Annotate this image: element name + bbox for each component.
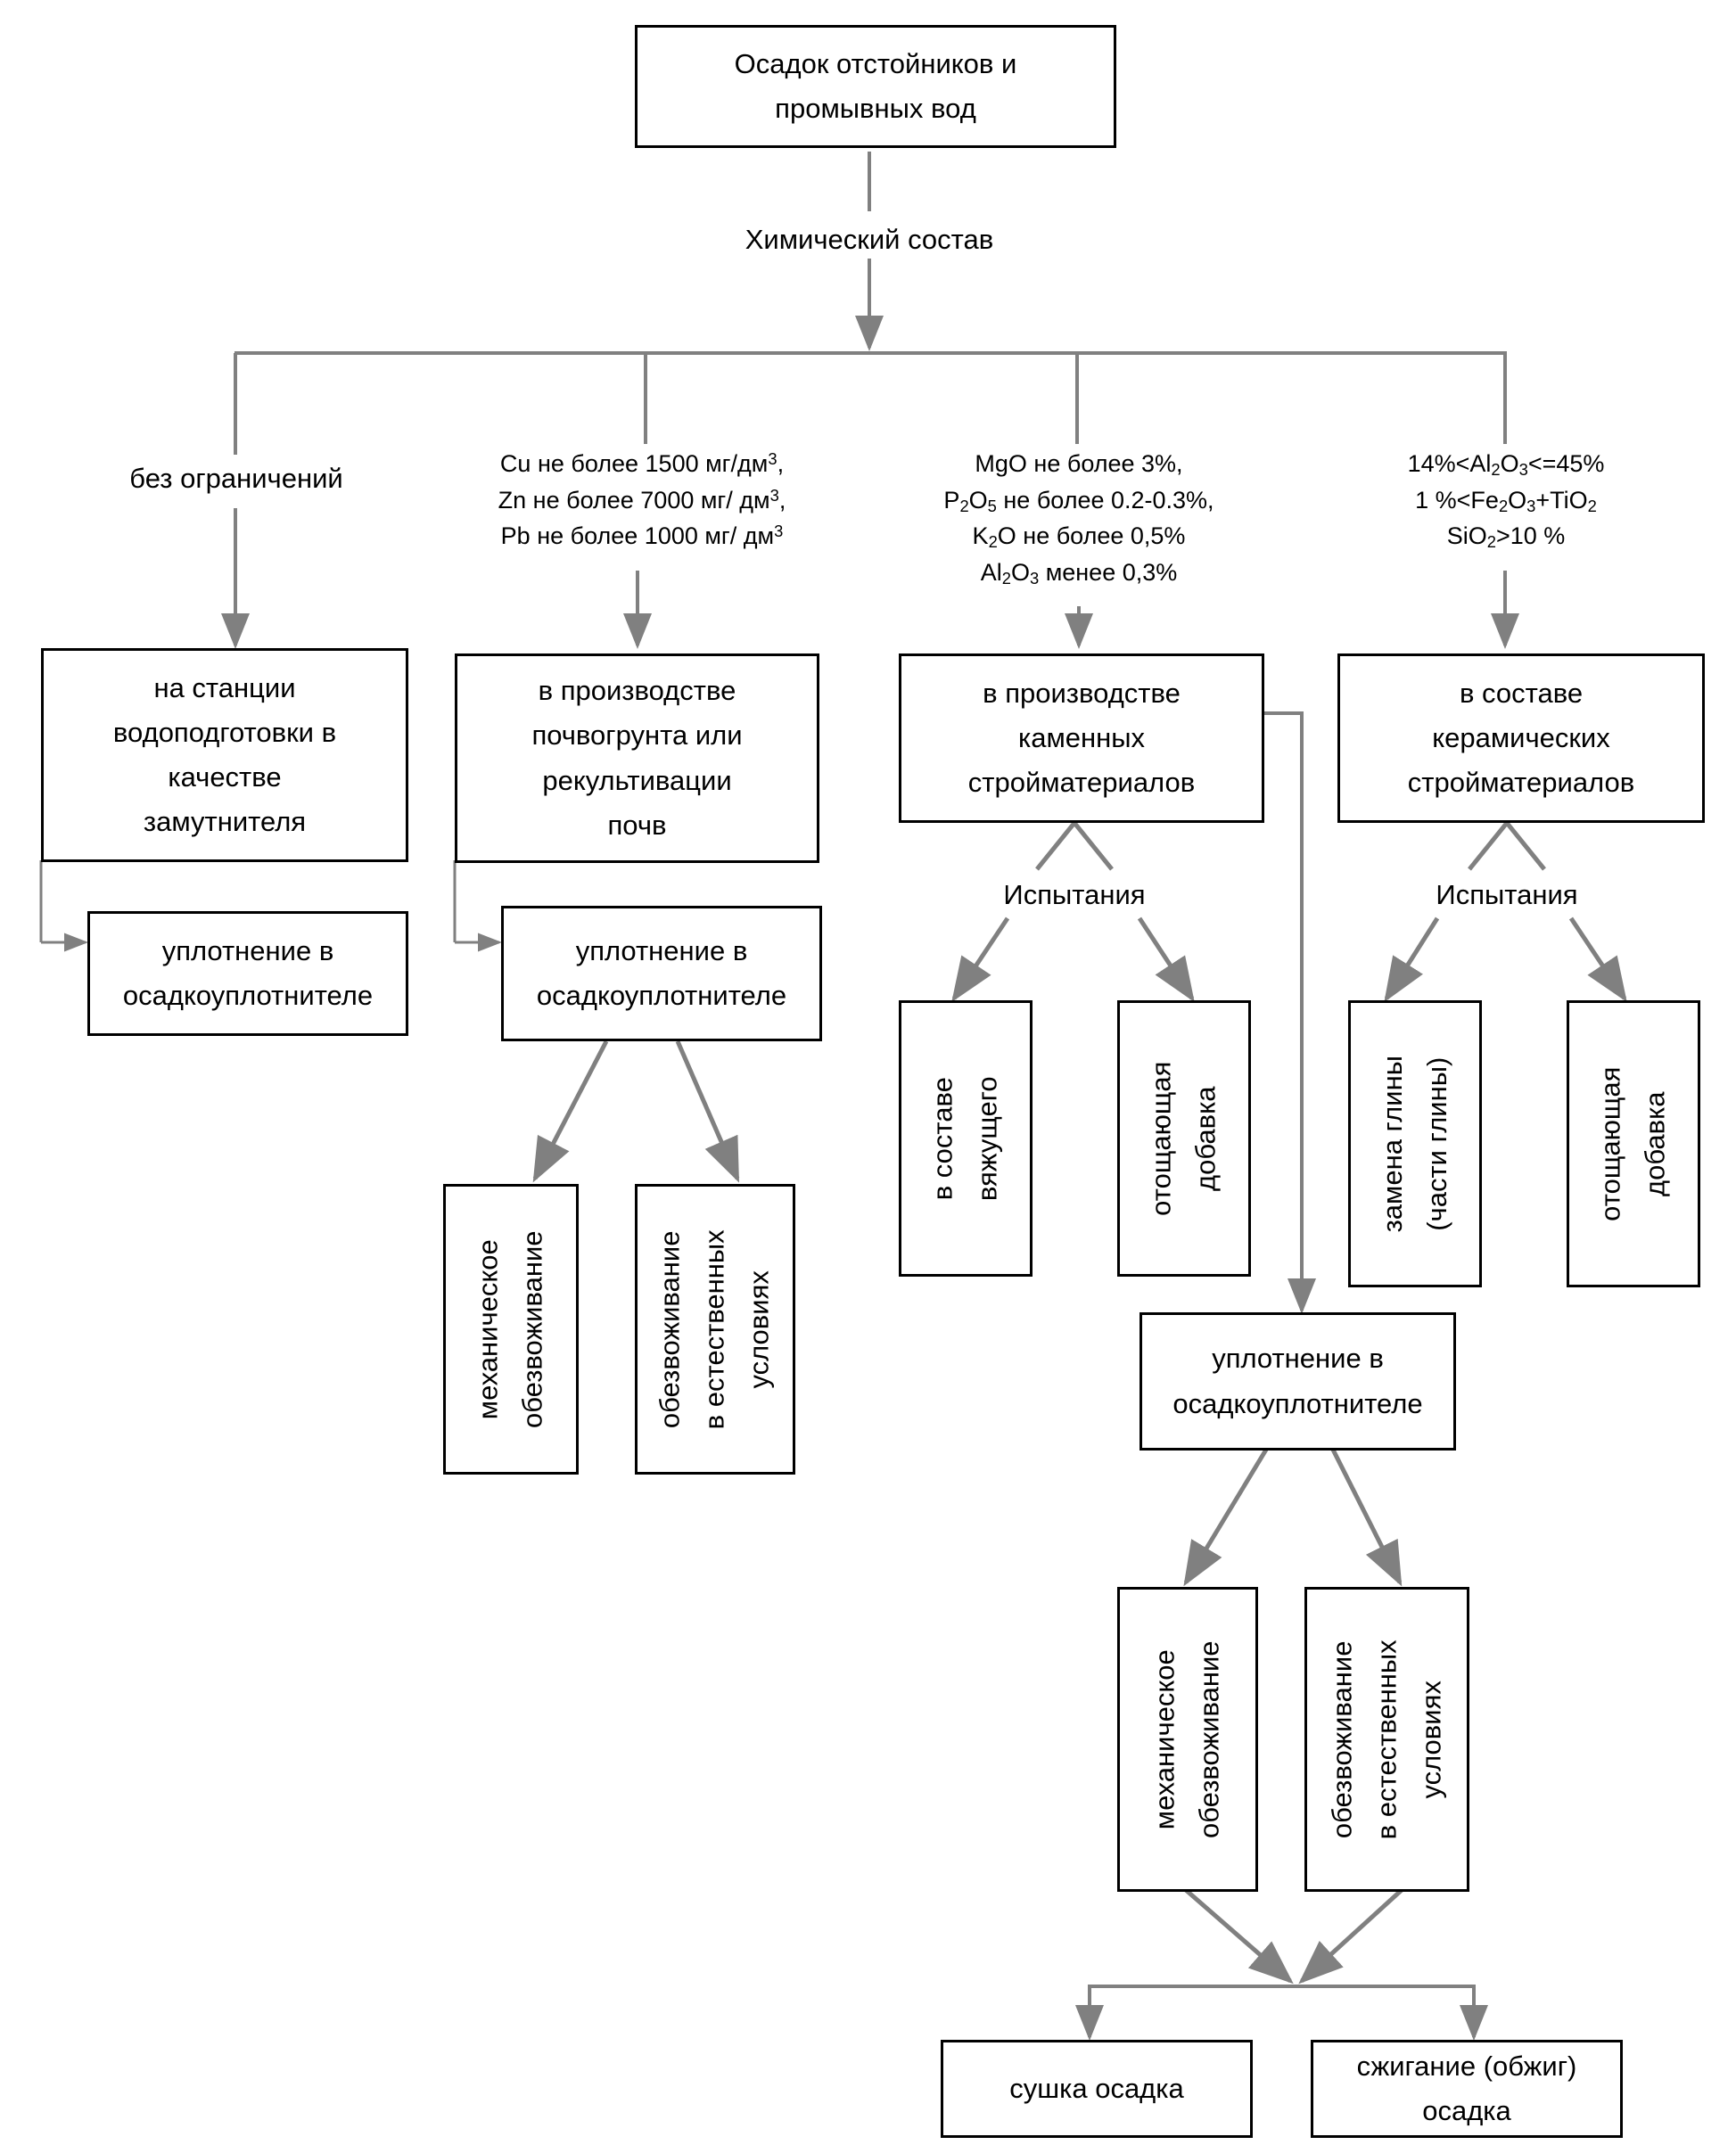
branch-condition-2: Cu не более 1500 мг/дм3, Zn не более 700… xyxy=(498,448,786,549)
wire-test-to-clay xyxy=(1384,916,1440,1003)
final-box-drying-label: сушка осадка xyxy=(1009,2072,1184,2104)
final-box-incineration-label: сжигание (обжиг)осадка xyxy=(1356,2050,1577,2126)
final-box-incineration: сжигание (обжиг)осадка xyxy=(1311,2040,1623,2138)
wire-stone-to-test-r xyxy=(1073,821,1114,871)
wire-ceramic-to-test-r xyxy=(1505,821,1546,871)
test-label-stone: Испытания xyxy=(1003,879,1146,910)
branch-condition-4: 14%<Al2O3<=45% 1 %<Fe2O3+TiO2 SiO2>10 % xyxy=(1407,450,1605,552)
wire-ceramic-to-test-l xyxy=(1468,821,1509,871)
wire-thickmid-to-mech xyxy=(532,1040,609,1183)
wire-test-to-binder xyxy=(951,916,1010,1003)
final-box-drying: сушка осадка xyxy=(941,2040,1253,2138)
wire-test-to-leaning-stone xyxy=(1137,916,1195,1003)
branch-condition-1: без ограничений xyxy=(129,463,343,494)
test-label-ceramic: Испытания xyxy=(1436,879,1578,910)
wire-test-to-leaning-ceramic xyxy=(1568,916,1627,1003)
decision-label: Химический состав xyxy=(745,224,994,255)
wire-thickmid-to-natural xyxy=(675,1040,740,1183)
branch-condition-3: MgO не более 3%, P2O5 не более 0.2-0.3%,… xyxy=(943,450,1214,588)
wire-thickbot-to-mech xyxy=(1183,1448,1269,1587)
vbox-clay-replacement-label: замена глины(части глины) xyxy=(1376,1055,1453,1233)
wire-stone-to-test-l xyxy=(1035,821,1076,871)
vbox-clay-replacement: замена глины(части глины) xyxy=(1348,1000,1482,1287)
wire-thickbot-to-natural xyxy=(1330,1448,1403,1587)
wire-natural-to-merge xyxy=(1298,1888,1403,1985)
wire-mech-to-merge xyxy=(1184,1888,1294,1985)
wire-stone-to-thickener-bottom xyxy=(1264,711,1316,1314)
